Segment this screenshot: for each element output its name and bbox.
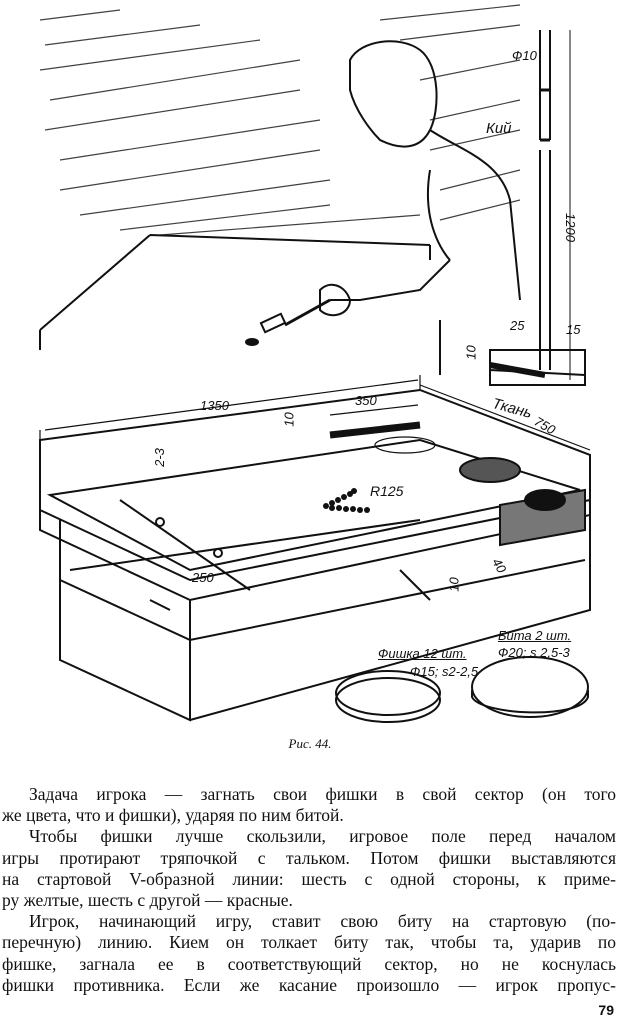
cue-diameter-label: Ф10 [512, 48, 537, 63]
player-figure [245, 40, 521, 375]
game-table [39, 375, 591, 722]
text-line: ру желтые, шесть с другой — красные. [2, 890, 293, 911]
text-line: Чтобы фишки лучше скользили, игровое пол… [29, 826, 616, 847]
stand-height-label: 10 [463, 345, 479, 360]
frame-height-label: 10 [446, 577, 462, 592]
figure-caption: Рис. 44. [288, 736, 332, 751]
cue-drawing [489, 30, 586, 386]
text-line: на стартовой V-образной линии: шесть с о… [2, 868, 616, 889]
chip-disc [335, 670, 441, 716]
gap-label: 2-3 [151, 448, 167, 467]
text-line: же цвета, что и фишки), ударяя по ним би… [2, 805, 344, 826]
text-line: Задача игрока — загнать свои фишки в сво… [29, 784, 616, 804]
stand-hole-label: 15 [566, 322, 581, 337]
text-line: фишке, загнала ее в соответствующий сект… [2, 953, 616, 974]
game-table-drawing [39, 4, 591, 723]
rail-height-label: 10 [281, 412, 297, 427]
cue-label: Кий [486, 120, 512, 137]
chip-spec-label: Ф15; s2-2,5 [410, 664, 479, 679]
start-line-label: 250 [192, 570, 214, 585]
wall-hatching [39, 4, 521, 236]
background-table [39, 234, 431, 350]
length-label: 1350 [200, 398, 229, 413]
page-number: 79 [598, 1002, 614, 1018]
text-line: перечную) линию. Кием он толкает биту та… [2, 932, 616, 953]
illustration-figure: Ф10 Кий 1200 25 15 10 Ткань 1350 10 350 … [39, 4, 591, 723]
sector-length-label: 350 [355, 393, 377, 408]
body-text: Задача игрока — загнать свои фишки в сво… [2, 784, 616, 996]
stand-width-label: 25 [510, 318, 525, 333]
chip-label: Фишка 12 шт. [378, 646, 467, 661]
radius-label: R125 [370, 483, 404, 499]
striker-disc [471, 656, 589, 718]
text-line: игры протирают тряпочкой с тальком. Пото… [2, 847, 616, 868]
chips [323, 488, 370, 513]
cue-length-label: 1200 [562, 213, 578, 242]
striker-label: Бита 2 шт. [498, 628, 572, 643]
text-line: фишки противника. Если же касание произо… [2, 974, 616, 995]
striker-spec-label: Ф20; s 2,5-3 [498, 645, 570, 660]
text-line: Игрок, начинающий игру, ставит свою биту… [29, 911, 616, 932]
